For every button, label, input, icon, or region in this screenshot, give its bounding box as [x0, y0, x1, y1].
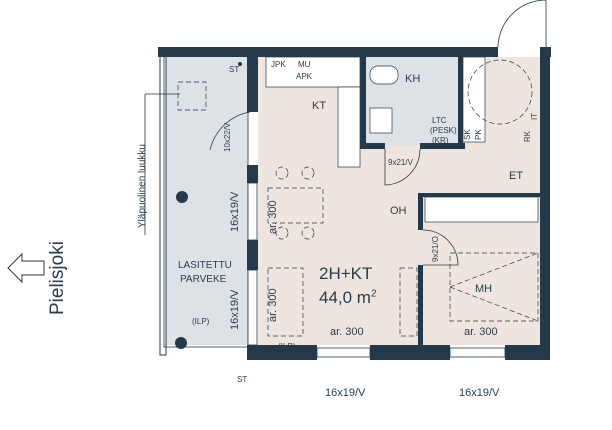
fixture-ltc: LTC — [432, 116, 447, 125]
room-entry: ET — [509, 170, 524, 182]
fixture-kr: (KR) — [432, 136, 449, 145]
apartment-type: 2H+KT — [319, 264, 373, 283]
fixture-apk: APK — [296, 72, 313, 81]
direction-label: Pielisjoki — [47, 241, 68, 315]
room-kitchen: KT — [312, 100, 327, 112]
kitchen-counters — [265, 56, 539, 223]
storage-bottom: ST — [237, 375, 248, 384]
ceiling-label-1: ar. 300 — [267, 200, 279, 234]
door-balcony: 10x22/V — [223, 122, 232, 152]
windows — [247, 182, 506, 358]
window-left-2: 16x19/V — [229, 289, 241, 330]
area-unit-sup: 2 — [370, 288, 377, 300]
walls — [158, 47, 551, 360]
direction-arrow-icon — [7, 252, 45, 284]
storage-top: ST — [229, 65, 240, 74]
fixture-it: IT — [530, 112, 539, 120]
upper-hatch-label: Yläpuolinen luukku — [137, 144, 148, 228]
area-value: 44,0 m — [319, 288, 371, 307]
window-left-1: 16x19/V — [229, 191, 241, 232]
ilp-balcony: (ILP) — [192, 317, 210, 326]
hatch-leader-line — [144, 93, 180, 235]
fixture-pk: PK — [474, 129, 483, 140]
ilp-room: (ILP) — [278, 342, 296, 351]
fixture-rk: RK — [523, 130, 532, 142]
fixture-mu: MU — [298, 60, 311, 69]
room-living: OH — [390, 205, 407, 217]
bathroom-fixtures — [369, 65, 399, 134]
door-bathroom: 9x21/V — [388, 158, 413, 167]
door-swings — [209, 0, 547, 266]
fixture-jpk: JPK — [271, 60, 286, 69]
balcony-label-2: PARVEKE — [180, 274, 227, 285]
window-bottom-1: 16x19/V — [325, 387, 366, 399]
fixture-sk: SK — [463, 129, 472, 140]
balcony-label-1: LASITETTU — [178, 260, 232, 271]
ceiling-living: ar. 300 — [330, 326, 364, 338]
room-bathroom: KH — [405, 73, 421, 85]
columns — [175, 62, 242, 349]
apartment-area: 44,0 m2 — [319, 289, 377, 306]
ceiling-label-2: ar. 300 — [267, 288, 279, 322]
door-bedroom: 9x21/O — [431, 236, 440, 262]
fixture-pesk: (PESK) — [430, 126, 457, 135]
ceiling-bedroom: ar. 300 — [464, 326, 498, 338]
furniture — [177, 59, 539, 337]
room-bedroom: MH — [475, 283, 493, 295]
window-bottom-2: 16x19/V — [459, 387, 500, 399]
